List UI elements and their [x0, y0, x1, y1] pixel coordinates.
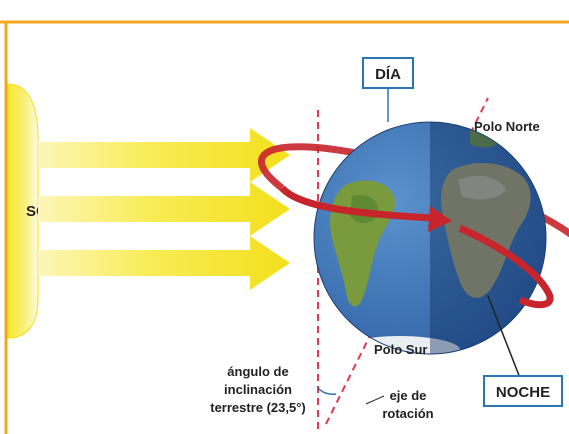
north-pole-label: Polo Norte [474, 119, 540, 134]
tilt-angle-arc [317, 387, 337, 396]
tilt-angle-line3: terrestre (23,5°) [210, 400, 306, 415]
night-label: NOCHE [496, 384, 550, 401]
day-label: DÍA [375, 66, 401, 83]
land-africa [441, 163, 531, 298]
tilt-angle-label: ángulo de inclinación terrestre (23,5°) [210, 364, 306, 415]
south-pole-label: Polo Sur [374, 342, 427, 357]
tilt-angle-line2: inclinación [224, 382, 292, 397]
sun-rays [38, 128, 290, 290]
sun-ray-arrow [38, 236, 290, 290]
rotation-arrow-front-right [458, 224, 554, 309]
globe-outline [313, 121, 547, 355]
axis-label-line2: rotación [382, 406, 433, 421]
axis-leader-line [365, 395, 385, 405]
rotation-arrow-front [279, 185, 433, 222]
sun-ray-arrow [38, 128, 290, 182]
rotation-arrow-head [428, 206, 452, 232]
axis-label: eje de rotación [382, 388, 433, 421]
day-label-box: DÍA [362, 57, 414, 89]
night-label-box: NOCHE [483, 375, 563, 407]
axis-label-line1: eje de [390, 388, 427, 403]
sun-ray-arrow [38, 182, 290, 236]
tilt-angle-line1: ángulo de [227, 364, 288, 379]
night-leader-line [487, 295, 521, 379]
